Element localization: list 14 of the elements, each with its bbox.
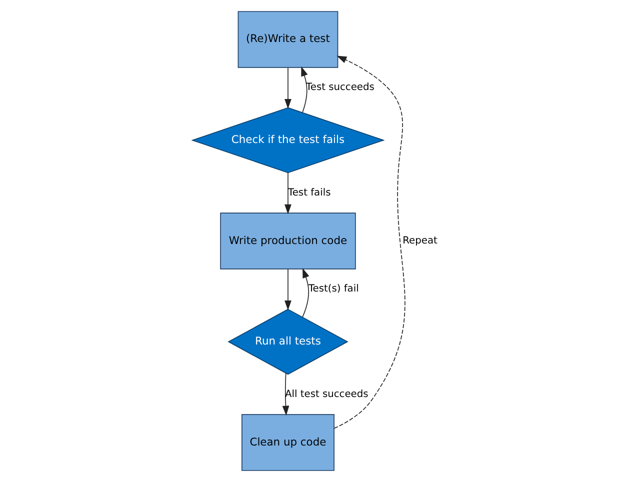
arrow: [282, 372, 289, 416]
arrow: [284, 268, 291, 310]
node-box: Clean up code: [241, 414, 334, 471]
arrow: [284, 172, 291, 214]
edge-label: Test(s) fail: [308, 284, 358, 295]
node-box: (Re)Write a test: [237, 11, 338, 68]
arrow: [300, 66, 308, 113]
arrow: [284, 67, 291, 109]
edge-label: Repeat: [402, 236, 437, 247]
arrow: [333, 56, 405, 429]
node-diamond: Run all tests: [227, 308, 348, 375]
node-diamond: Check if the test fails: [190, 107, 384, 174]
node-box: Write production code: [220, 212, 356, 270]
arrow: [302, 268, 309, 318]
